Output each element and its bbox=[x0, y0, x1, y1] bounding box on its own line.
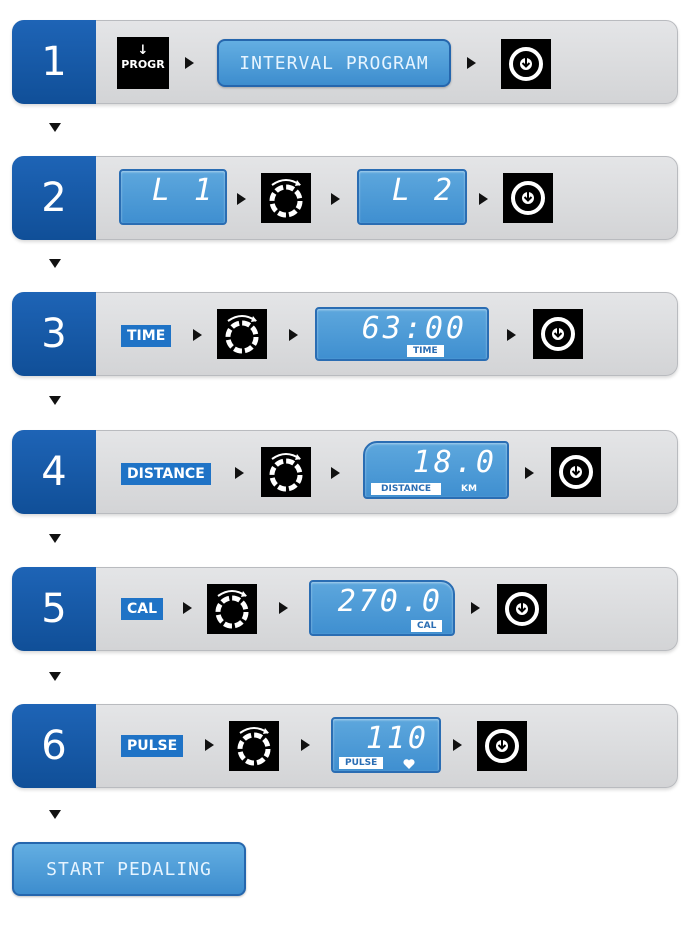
step-number: 3 bbox=[12, 292, 106, 376]
lcd-level-1: L 1 bbox=[119, 169, 227, 225]
down-arrow-icon bbox=[49, 810, 61, 819]
right-arrow-icon bbox=[331, 467, 340, 479]
down-arrow-icon bbox=[49, 534, 61, 543]
rotate-dial-icon bbox=[217, 309, 267, 359]
right-arrow-icon bbox=[193, 329, 202, 341]
right-arrow-icon bbox=[279, 602, 288, 614]
step-3-row: 3 TIME 63:00 TIME bbox=[12, 292, 678, 376]
lcd-time: 63:00 TIME bbox=[315, 307, 489, 361]
confirm-dial-icon bbox=[501, 39, 551, 89]
lcd-distance-tag: DISTANCE bbox=[371, 483, 441, 495]
cal-tag: CAL bbox=[121, 598, 164, 620]
right-arrow-icon bbox=[205, 739, 214, 751]
down-arrow-icon bbox=[49, 396, 61, 405]
right-arrow-icon bbox=[453, 739, 462, 751]
confirm-dial-icon bbox=[551, 447, 601, 497]
progr-label: PROGR bbox=[121, 58, 165, 71]
step-6-row: 6 PULSE 110 PULSE bbox=[12, 704, 678, 788]
lcd-cal-value: 270.0 bbox=[337, 584, 443, 619]
interval-program-display: INTERVAL PROGRAM bbox=[217, 39, 451, 87]
start-pedaling-text: START PEDALING bbox=[46, 858, 212, 880]
right-arrow-icon bbox=[235, 467, 244, 479]
lcd-time-tag: TIME bbox=[407, 345, 444, 357]
rotate-dial-icon bbox=[261, 173, 311, 223]
pulse-tag: PULSE bbox=[121, 735, 184, 757]
rotate-dial-icon bbox=[207, 584, 257, 634]
lcd-distance: 18.0 DISTANCE KM bbox=[363, 441, 509, 499]
step-number: 5 bbox=[12, 567, 106, 651]
lcd-cal-tag: CAL bbox=[411, 620, 443, 632]
distance-tag: DISTANCE bbox=[121, 463, 211, 485]
step-5-row: 5 CAL 270.0 CAL bbox=[12, 567, 678, 651]
lcd-distance-unit: KM bbox=[461, 484, 477, 494]
confirm-dial-icon bbox=[503, 173, 553, 223]
down-arrow-icon bbox=[49, 672, 61, 681]
time-tag: TIME bbox=[121, 325, 172, 347]
start-pedaling-display: START PEDALING bbox=[12, 842, 246, 896]
lcd-cal: 270.0 CAL bbox=[309, 580, 455, 636]
down-arrow-icon bbox=[49, 259, 61, 268]
down-arrow-glyph: ↓ bbox=[137, 43, 149, 58]
right-arrow-icon bbox=[471, 602, 480, 614]
confirm-dial-icon bbox=[477, 721, 527, 771]
lcd-pulse-value: 110 bbox=[365, 721, 429, 756]
lcd-level-2: L 2 bbox=[357, 169, 467, 225]
lcd-level-1-text: L 1 bbox=[151, 173, 215, 208]
step-number: 2 bbox=[12, 156, 106, 240]
step-1-row: 1 ↓ PROGR INTERVAL PROGRAM bbox=[12, 20, 678, 104]
right-arrow-icon bbox=[467, 57, 476, 69]
lcd-pulse-tag: PULSE bbox=[339, 757, 384, 769]
step-4-row: 4 DISTANCE 18.0 DISTANCE KM bbox=[12, 430, 678, 514]
confirm-dial-icon bbox=[497, 584, 547, 634]
lcd-distance-value: 18.0 bbox=[412, 445, 497, 480]
lcd-pulse: 110 PULSE bbox=[331, 717, 441, 773]
right-arrow-icon bbox=[183, 602, 192, 614]
interval-program-text: INTERVAL PROGRAM bbox=[239, 52, 429, 74]
right-arrow-icon bbox=[525, 467, 534, 479]
right-arrow-icon bbox=[331, 193, 340, 205]
right-arrow-icon bbox=[185, 57, 194, 69]
lcd-level-2-text: L 2 bbox=[391, 173, 455, 208]
step-2-row: 2 L 1 L 2 bbox=[12, 156, 678, 240]
right-arrow-icon bbox=[507, 329, 516, 341]
step-number: 1 bbox=[12, 20, 106, 104]
right-arrow-icon bbox=[289, 329, 298, 341]
rotate-dial-icon bbox=[229, 721, 279, 771]
right-arrow-icon bbox=[479, 193, 488, 205]
heart-icon bbox=[403, 759, 415, 769]
down-arrow-icon bbox=[49, 123, 61, 132]
step-number: 6 bbox=[12, 704, 106, 788]
rotate-dial-icon bbox=[261, 447, 311, 497]
right-arrow-icon bbox=[237, 193, 246, 205]
step-number: 4 bbox=[12, 430, 106, 514]
confirm-dial-icon bbox=[533, 309, 583, 359]
right-arrow-icon bbox=[301, 739, 310, 751]
progr-button-icon: ↓ PROGR bbox=[117, 37, 169, 89]
lcd-time-value: 63:00 bbox=[361, 311, 467, 346]
